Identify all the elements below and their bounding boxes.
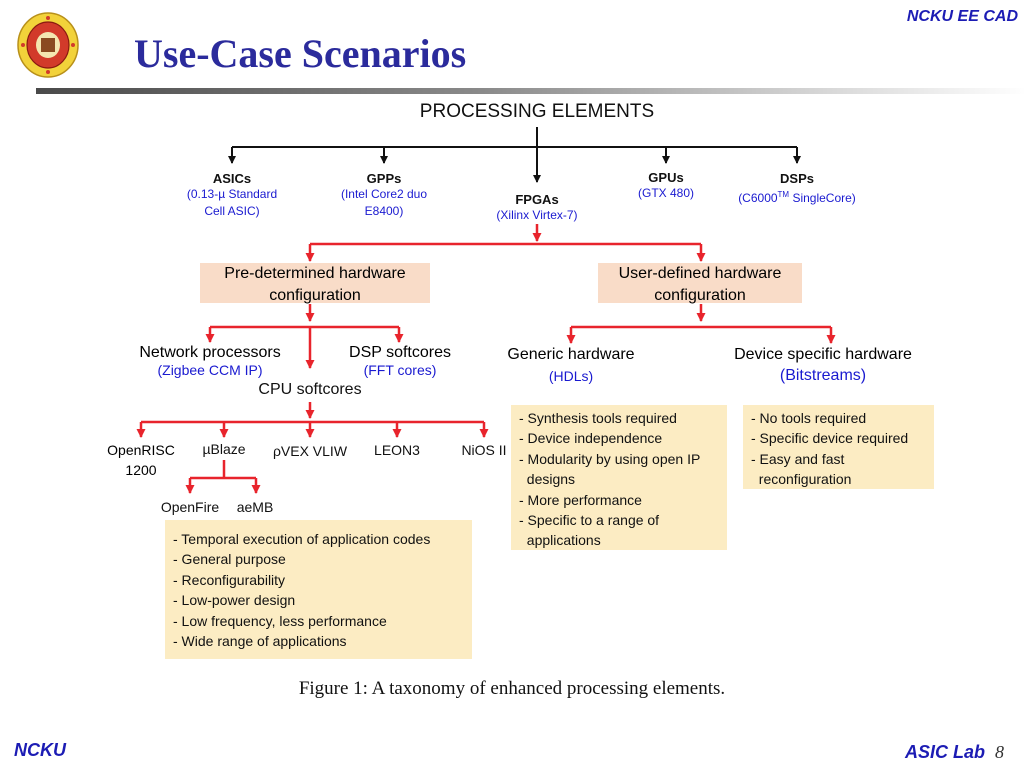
node-asics: ASICs (0.13-µ Standard Cell ASIC) [152,171,312,220]
node-network-processors: Network processors (Zigbee CCM IP) [100,344,320,378]
node-dsps: DSPs (C6000TM SingleCore) [707,171,887,207]
node-gpps-name: GPPs [366,171,402,186]
network-detail: (Zigbee CCM IP) [157,362,263,378]
cpu-box-line: - Low-power design [173,592,296,609]
generic-box-line: designs [519,471,576,488]
cpu-box-line: - General purpose [173,551,286,568]
node-fpgas-detail: (Xilinx Virtex-7) [496,208,578,222]
node-gpps: GPPs (Intel Core2 duo E8400) [304,171,464,220]
footer-lab-name: ASIC Lab [904,742,985,762]
footer-org: NCKU [14,740,66,760]
node-fpgas: FPGAs (Xilinx Virtex-7) [457,192,617,224]
node-asics-detail-2: Cell ASIC) [204,204,260,218]
dspsoft-detail: (FFT cores) [363,362,437,378]
generic-detail: (HDLs) [548,368,594,384]
ublaze-child-aemb: aeMB [236,499,274,515]
dsps-detail-sup: TM [777,190,790,199]
dsps-detail-post: SingleCore) [789,191,856,205]
network-name: Network processors [139,344,281,361]
dspsoft-name: DSP softcores [349,344,451,361]
node-gpus-detail: (GTX 480) [637,186,694,200]
header-org-label: NCKU EE CAD [906,8,1018,25]
device-specific-description-box: - No tools required - Specific device re… [743,405,934,489]
node-dsps-detail: (C6000TM SingleCore) [707,186,887,207]
title-divider [36,88,1024,94]
generic-box-line: - Specific to a range of [519,512,660,529]
softcore-leon3: LEON3 [374,442,420,458]
figure-caption: Figure 1: A taxonomy of enhanced process… [298,678,726,699]
university-seal-icon [17,12,79,78]
node-dsps-name: DSPs [780,171,814,186]
root-node-label: PROCESSING ELEMENTS [419,101,655,122]
openrisc-line-2: 1200 [125,462,157,478]
cpu-box-line: - Temporal execution of application code… [173,531,431,547]
node-gpps-detail-1: (Intel Core2 duo [340,187,428,201]
ublaze-child-openfire: OpenFire [160,499,220,515]
predetermined-line-2: configuration [269,287,361,304]
generic-name: Generic hardware [507,346,635,363]
userdefined-line-2: configuration [654,287,746,304]
node-generic-hardware: Generic hardware (HDLs) [471,346,671,384]
cpu-box-line: - Wide range of applications [173,633,347,650]
softcore-nios: NiOS II [461,442,507,458]
generic-box-line: - Modularity by using open IP [519,450,701,467]
node-gpps-detail-2: E8400) [364,204,404,218]
openrisc-line-1: OpenRISC [107,442,175,458]
predetermined-config-box: Pre-determined hardware configuration [200,263,430,304]
node-gpus: GPUs (GTX 480) [586,170,746,202]
cpu-softcores-description-box: - Temporal execution of application code… [165,520,472,659]
softcore-ublaze: µBlaze [202,441,246,457]
generic-box-line: - Device independence [519,430,663,447]
predetermined-line-1: Pre-determined hardware [224,265,406,282]
node-dsp-softcores: DSP softcores (FFT cores) [320,344,480,378]
device-detail: (Bitstreams) [779,367,867,384]
userdefined-config-box: User-defined hardware configuration [598,263,802,304]
softcore-openrisc: OpenRISC 1200 [96,440,186,480]
dsps-detail-pre: (C6000 [738,191,778,205]
node-fpgas-name: FPGAs [515,192,559,207]
generic-box-line: - Synthesis tools required [519,410,677,426]
node-asics-name: ASICs [212,171,252,186]
device-name: Device specific hardware [734,346,912,363]
device-box-line: - Specific device required [751,430,909,447]
softcore-rvex: ρVEX VLIW [272,443,348,459]
generic-box-line: applications [519,532,601,549]
device-box-line: - No tools required [751,410,867,426]
generic-box-line: - More performance [519,491,642,508]
node-device-specific: Device specific hardware (Bitstreams) [703,346,943,385]
generic-hardware-description-box: - Synthesis tools required - Device inde… [511,405,727,550]
page-title: Use-Case Scenarios [134,31,467,76]
footer-right: ASIC Lab 8 [905,742,1004,763]
node-cpu-softcores: CPU softcores [258,381,362,398]
cpu-box-line: - Low frequency, less performance [173,612,387,629]
userdefined-line-1: User-defined hardware [618,265,782,282]
node-asics-detail-1: (0.13-µ Standard [186,187,278,201]
device-box-line: - Easy and fast [751,450,845,467]
page-number: 8 [995,742,1004,762]
cpu-box-line: - Reconfigurability [173,571,286,588]
node-gpus-name: GPUs [648,170,684,185]
device-box-line: reconfiguration [751,471,852,488]
